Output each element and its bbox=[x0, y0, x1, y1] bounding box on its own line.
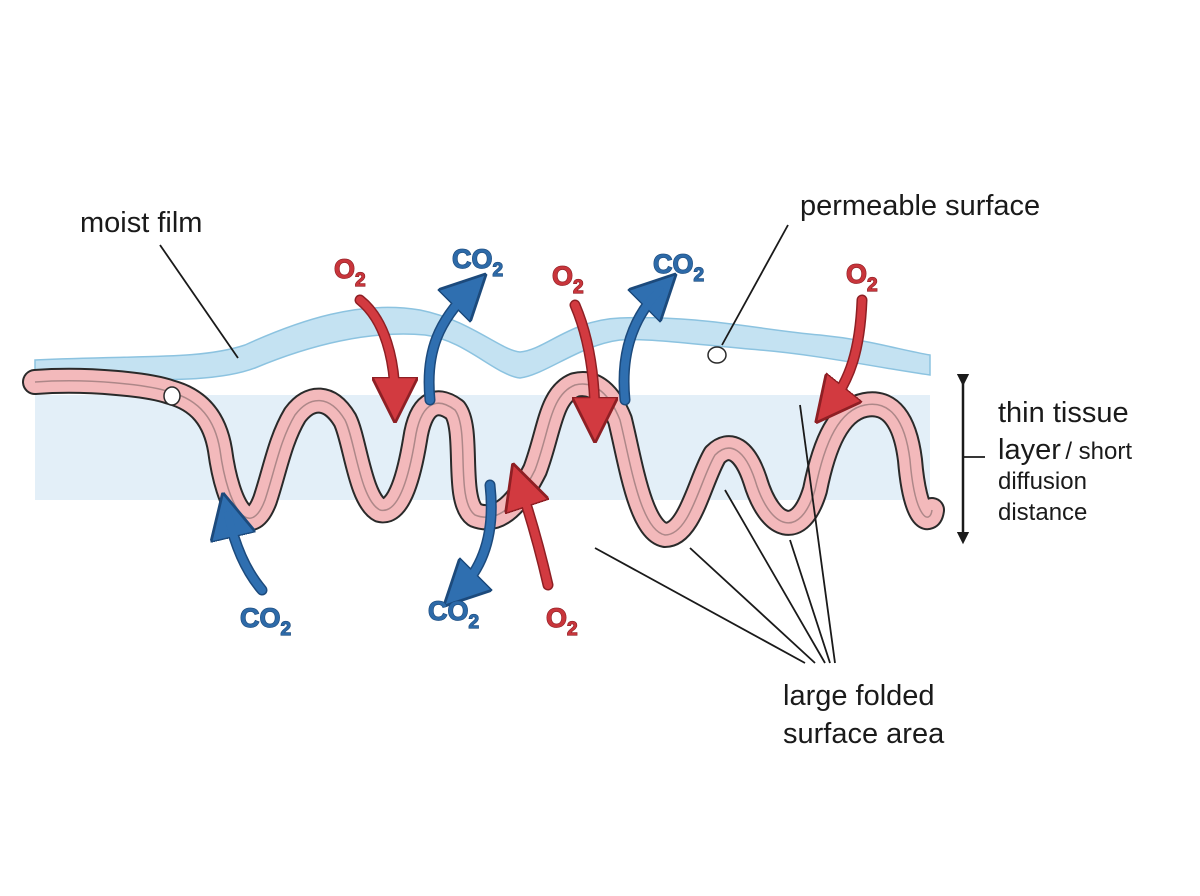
gas-arrows bbox=[228, 290, 868, 590]
permeable-surface-leader bbox=[721, 224, 789, 346]
o2-label-2: O2 bbox=[552, 261, 584, 298]
thin-tissue-label-line4: distance bbox=[998, 499, 1087, 526]
thickness-double-arrow bbox=[956, 373, 985, 545]
interior-fluid bbox=[35, 395, 930, 500]
thin-tissue-label-line1: thin tissue bbox=[998, 397, 1129, 429]
co2-label-4: CO2 bbox=[428, 596, 479, 633]
thin-tissue-label-line2: layer / short bbox=[998, 434, 1132, 466]
folded-area-leaders bbox=[594, 404, 836, 664]
o2-label-4: O2 bbox=[546, 603, 578, 640]
co2-label-1: CO2 bbox=[452, 244, 503, 281]
thin-tissue-label-line3: diffusion bbox=[998, 468, 1087, 495]
o2-label-1: O2 bbox=[334, 254, 366, 291]
folded-area-label-line2: surface area bbox=[783, 718, 945, 750]
co2-label-2: CO2 bbox=[653, 249, 704, 286]
pore-left bbox=[163, 386, 181, 406]
moist-film-leader bbox=[159, 244, 239, 359]
folded-area-label-line1: large folded bbox=[783, 680, 935, 712]
permeable-surface-label: permeable surface bbox=[800, 190, 1040, 222]
moist-film-label: moist film bbox=[80, 207, 202, 239]
pore-right bbox=[707, 346, 727, 364]
o2-label-3: O2 bbox=[846, 259, 878, 296]
co2-label-3: CO2 bbox=[240, 603, 291, 640]
moist-film-layer bbox=[34, 306, 931, 381]
